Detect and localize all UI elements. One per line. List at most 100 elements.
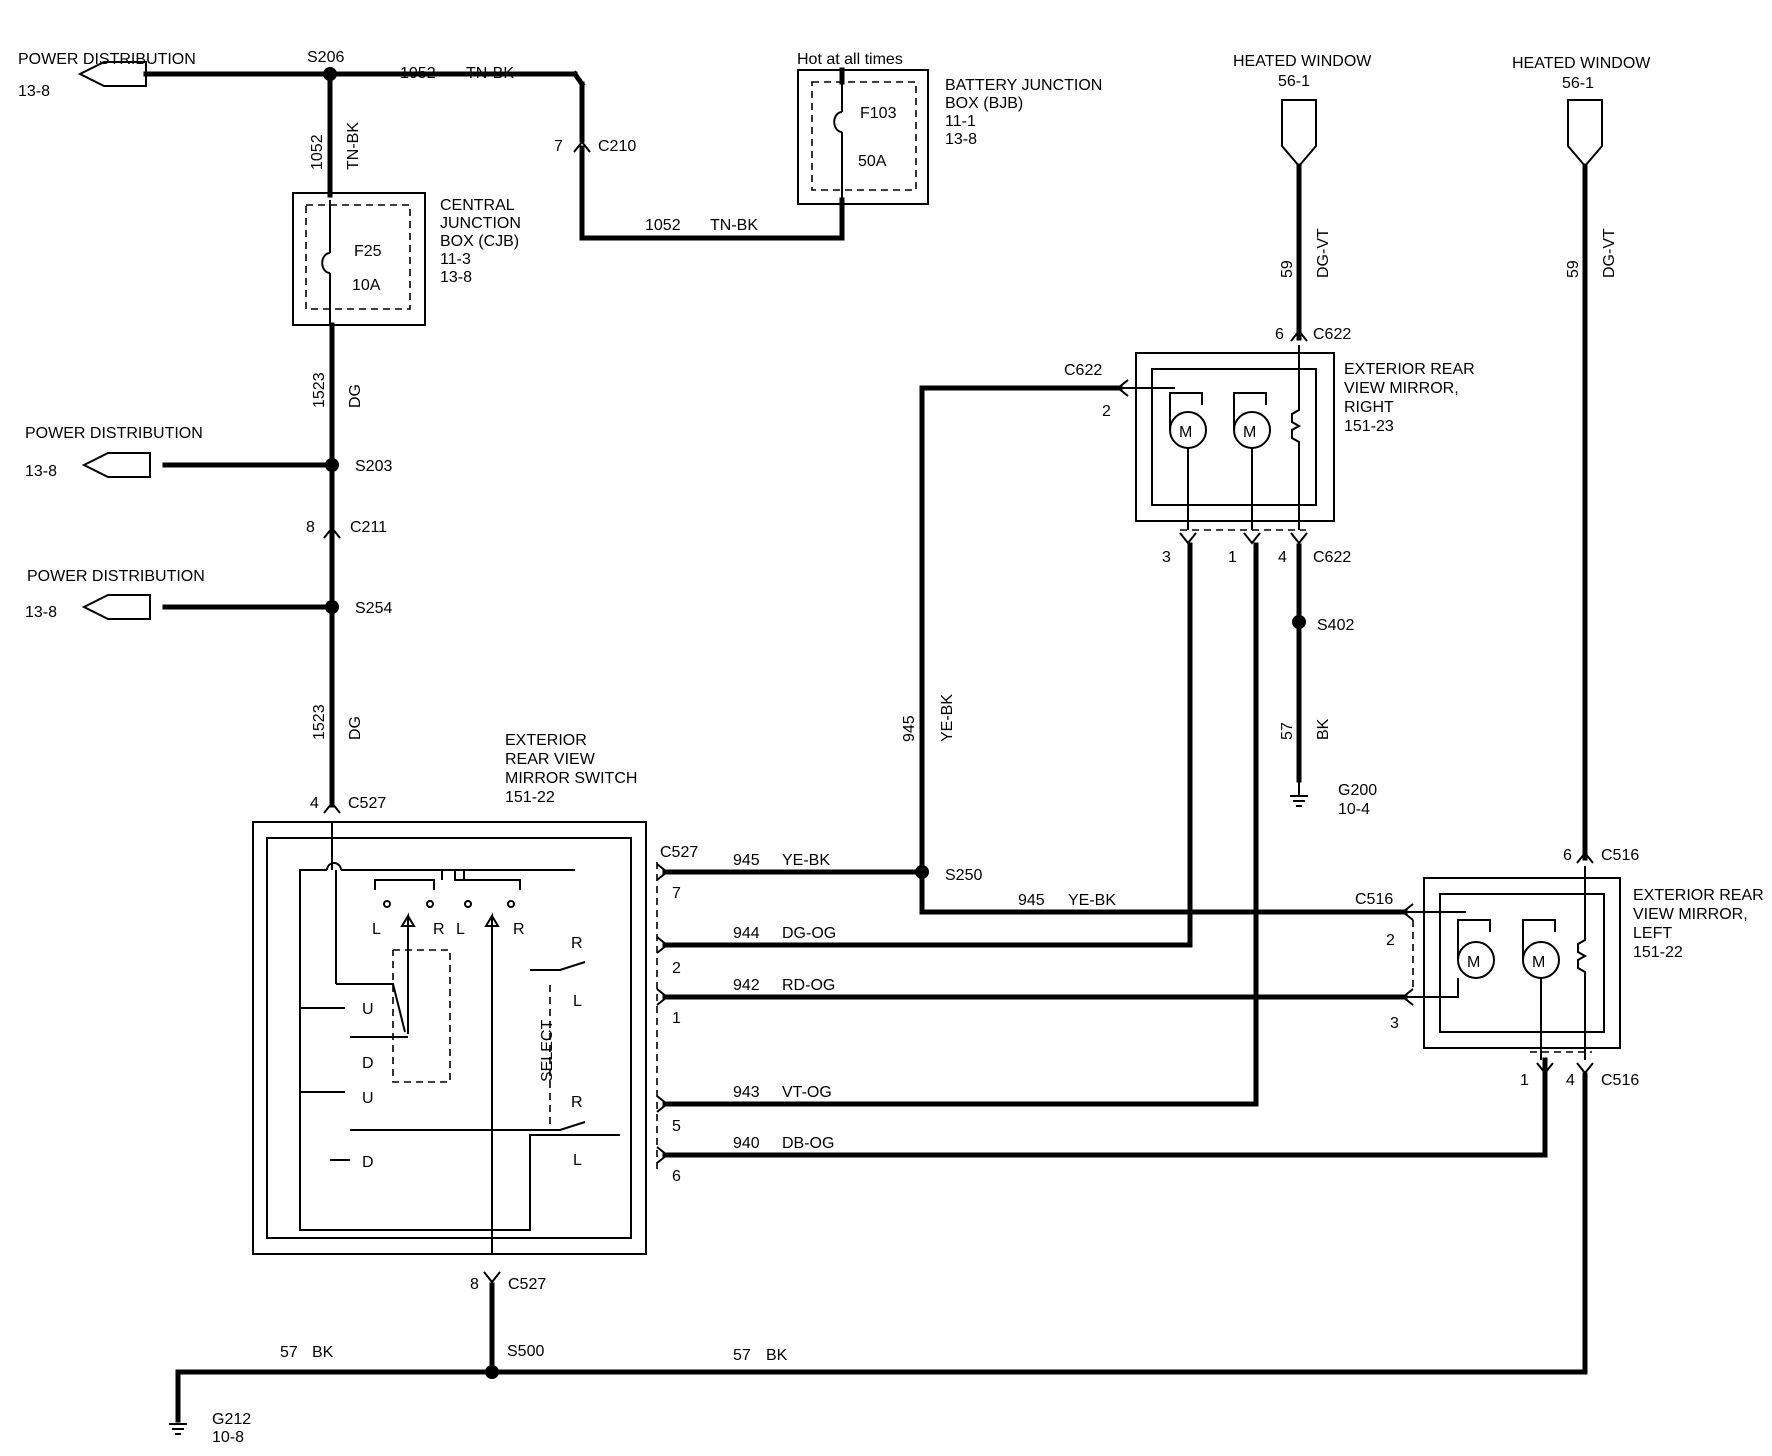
c527-label-top: C527 bbox=[348, 795, 386, 812]
wire-label-943: 943 bbox=[733, 1084, 760, 1101]
connector-c527-right: C527 7 2 1 5 6 bbox=[656, 844, 698, 1185]
splice-s402-label: S402 bbox=[1317, 617, 1354, 634]
mirror-right-title-3: RIGHT bbox=[1344, 399, 1394, 416]
power-distribution-2: POWER DISTRIBUTION 13-8 bbox=[25, 425, 203, 480]
connector-c516-bottom: 1 4 C516 bbox=[1520, 1062, 1639, 1089]
mirror-left-title-1: EXTERIOR REAR bbox=[1633, 887, 1764, 904]
switch-L-4: L bbox=[573, 1152, 582, 1169]
motor-right-1-label: M bbox=[1179, 424, 1192, 441]
wire-label-yebk-a: YE-BK bbox=[782, 852, 830, 869]
c622-pin6: 6 bbox=[1275, 326, 1284, 343]
mirror-left: C516 2 3 M M EXTERIOR REAR VIEW MIRROR, … bbox=[1355, 866, 1764, 1060]
c527-label-right: C527 bbox=[660, 844, 698, 861]
bjb-hot-label: Hot at all times bbox=[797, 51, 903, 68]
splice-s254-label: S254 bbox=[355, 600, 392, 617]
c622-label-bottom: C622 bbox=[1313, 549, 1351, 566]
c527-label-bottom: C527 bbox=[508, 1276, 546, 1293]
wire-label-dg-b: DG bbox=[347, 716, 364, 740]
wire-label-bk-b: BK bbox=[766, 1347, 788, 1364]
c527-pin-6: 6 bbox=[672, 1168, 681, 1185]
wire-label-dgvt-b: DG-VT bbox=[1601, 228, 1618, 278]
ground-g200: G200 10-4 bbox=[1290, 780, 1377, 818]
bjb-title2: BOX (BJB) bbox=[945, 95, 1023, 112]
connector-c527-bottom: 8 C527 bbox=[470, 1271, 546, 1293]
wire-label-945-v: 945 bbox=[901, 715, 918, 742]
wire-label-57-r: 57 bbox=[1279, 722, 1296, 740]
splice-s250-label: S250 bbox=[945, 867, 982, 884]
wire-label-1052-b: 1052 bbox=[645, 217, 681, 234]
heated-window-1-label: HEATED WINDOW bbox=[1233, 53, 1372, 70]
power-distribution-3-ref: 13-8 bbox=[25, 604, 57, 621]
connector-c211: 8 C211 bbox=[306, 519, 387, 539]
ground-g212: G212 10-8 bbox=[169, 1411, 251, 1446]
central-junction-box: F25 10A CENTRAL JUNCTION BOX (CJB) 11-3 … bbox=[292, 192, 521, 326]
splice-s203-label: S203 bbox=[355, 458, 392, 475]
switch-L-1: L bbox=[372, 921, 381, 938]
wire-label-945-a: 945 bbox=[733, 852, 760, 869]
wire-label-57-a: 57 bbox=[280, 1344, 298, 1361]
switch-L-3: L bbox=[573, 993, 582, 1010]
power-distribution-2-label: POWER DISTRIBUTION bbox=[25, 425, 203, 442]
cjb-ref2: 13-8 bbox=[440, 269, 472, 286]
mirror-left-title-3: LEFT bbox=[1633, 925, 1672, 942]
cjb-fuse: F25 bbox=[354, 243, 382, 260]
power-distribution-2-ref: 13-8 bbox=[25, 463, 57, 480]
switch-title-3: MIRROR SWITCH bbox=[505, 770, 637, 787]
c211-pin: 8 bbox=[306, 519, 315, 536]
g200-label: G200 bbox=[1338, 782, 1377, 799]
switch-R-1: R bbox=[433, 921, 445, 938]
cjb-title3: BOX (CJB) bbox=[440, 233, 519, 250]
mirror-switch: EXTERIOR REAR VIEW MIRROR SWITCH 151-22 … bbox=[252, 732, 647, 1255]
power-distribution-1: POWER DISTRIBUTION 13-8 bbox=[18, 51, 196, 100]
connector-c622-top: 6 C622 bbox=[1275, 326, 1351, 343]
splice-s206-label: S206 bbox=[307, 49, 344, 66]
c622-pin4: 4 bbox=[1278, 549, 1287, 566]
splice-s254 bbox=[325, 600, 339, 614]
wire-label-tnbk: TN-BK bbox=[466, 65, 514, 82]
cjb-rating: 10A bbox=[352, 277, 381, 294]
wire-label-dgog: DG-OG bbox=[782, 925, 836, 942]
wire-945-mirror-right bbox=[919, 385, 1123, 875]
g200-ref: 10-4 bbox=[1338, 801, 1370, 818]
wire-label-tnbk-v: TN-BK bbox=[345, 122, 362, 170]
heated-window-2-label: HEATED WINDOW bbox=[1512, 55, 1651, 72]
c516-pin3: 3 bbox=[1390, 1015, 1399, 1032]
switch-D-1: D bbox=[362, 1055, 374, 1072]
wire-label-tnbk-b: TN-BK bbox=[710, 217, 758, 234]
wire-label-944: 944 bbox=[733, 925, 760, 942]
heated-window-2: HEATED WINDOW 56-1 bbox=[1512, 55, 1651, 168]
wire-label-1052-v: 1052 bbox=[309, 134, 326, 170]
motor-left-2-label: M bbox=[1532, 954, 1545, 971]
motor-left-1-label: M bbox=[1467, 954, 1480, 971]
c516-label-left: C516 bbox=[1355, 891, 1393, 908]
wire-1052-bjb bbox=[579, 145, 845, 241]
battery-junction-box: Hot at all times F103 50A BATTERY JUNCTI… bbox=[797, 51, 1102, 205]
switch-U-1: U bbox=[362, 1001, 374, 1018]
mirror-left-title-2: VIEW MIRROR, bbox=[1633, 906, 1748, 923]
c527-pin-2: 2 bbox=[672, 960, 681, 977]
wire-label-1523-b: 1523 bbox=[311, 704, 328, 740]
c622-pin3: 3 bbox=[1162, 549, 1171, 566]
switch-title-4: 151-22 bbox=[505, 789, 555, 806]
cjb-title2: JUNCTION bbox=[440, 215, 521, 232]
wire-57-g212 bbox=[175, 1369, 495, 1423]
wire-label-dbog: DB-OG bbox=[782, 1135, 834, 1152]
wire-label-dgvt-a: DG-VT bbox=[1315, 228, 1332, 278]
switch-D-2: D bbox=[362, 1154, 374, 1171]
mirror-right-title-2: VIEW MIRROR, bbox=[1344, 380, 1459, 397]
wire-label-942: 942 bbox=[733, 977, 760, 994]
connector-c516-top: 6 C516 bbox=[1563, 847, 1639, 864]
mirror-right-title-1: EXTERIOR REAR bbox=[1344, 361, 1475, 378]
c516-pin2: 2 bbox=[1386, 932, 1395, 949]
wire-label-bk-a: BK bbox=[312, 1344, 334, 1361]
bjb-ref2: 13-8 bbox=[945, 131, 977, 148]
wire-label-dg-a: DG bbox=[347, 384, 364, 408]
heated-window-2-ref: 56-1 bbox=[1562, 75, 1594, 92]
heated-window-1: HEATED WINDOW 56-1 bbox=[1233, 53, 1372, 168]
splice-s500-label: S500 bbox=[507, 1343, 544, 1360]
connector-c210: 7 C210 bbox=[554, 138, 636, 155]
mirror-right: C622 2 M M EXTERIOR REAR VIEW MIRROR, RI… bbox=[1064, 345, 1475, 531]
cjb-ref1: 11-3 bbox=[440, 251, 471, 268]
splice-s203 bbox=[325, 458, 339, 472]
